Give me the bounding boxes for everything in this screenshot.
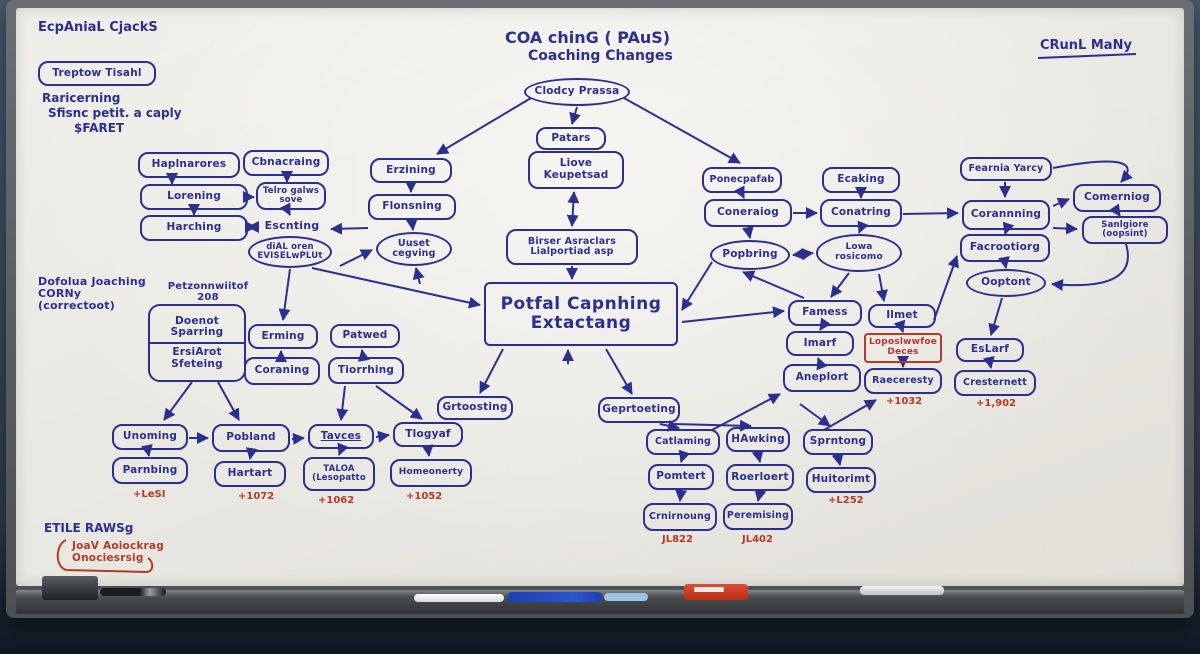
node-homeonerty: Homeonerty [390,459,472,487]
text-dofolua: Dofolua Joaching CORNy (correctoot) [38,274,146,313]
node-parnbing: Parnbing [112,457,188,484]
node-tiorrhing: Tiorrhing [328,357,404,384]
node-ponecpafab: Ponecpafab [702,167,782,193]
node-corannning: Corannning [962,200,1050,230]
eraser [42,576,98,600]
node-ooptont: Ooptont [966,269,1046,297]
node-peremising: Peremising [723,503,793,530]
node-erming: Erming [248,324,318,349]
doenot-divider [150,342,244,344]
gray-marker [860,586,944,595]
red-note-homeonerty: +1052 [406,491,443,502]
node-doenot-bottom: ErsiArot Sfeteing [171,346,223,370]
node-imarf: Imarf [786,331,854,356]
black-marker [100,588,166,596]
node-tavces: Tavces [308,424,374,449]
node-catlaming: Catlaming [646,429,720,455]
node-liove: Liove Keupetsad [528,151,624,189]
node-pomtert: Pomtert [648,464,714,490]
node-grtoosting: Grtoosting [437,396,513,420]
node-doenot-top: Doenot Sparring [170,314,224,339]
node-haplnarores: Haplnarores [138,152,240,178]
node-lopos-red: Loposlwwfoe Deces [864,333,942,363]
top-left-heading: EcpAniaL CjackS [38,20,158,35]
node-conatring: Conatring [820,199,902,227]
node-crnirnoung: Crnirnoung [643,503,717,531]
node-cbnacraing: Cbnacraing [243,150,329,176]
node-tetro: Telro galws sove [256,182,326,210]
red-note-cresternett: +1,902 [976,398,1017,409]
node-harching: Harching [140,215,248,241]
node-cresternett: Cresternett [954,370,1036,396]
node-tlogyaf: Tlogyaf [393,422,463,447]
text-petzonn: Petzonnwiitof 208 [167,281,249,303]
red-note-taloa: +1062 [318,495,355,506]
text-etile-heading: ETILE RAWSg [44,521,134,535]
node-comerniog: Comerniog [1073,184,1161,212]
node-patwed: Patwed [330,324,400,348]
node-lorening: Lorening [140,184,248,210]
node-huitorimt: Huitorimt [806,467,876,493]
node-doenot-group: Doenot Sparring ErsiArot Sfeteing [148,304,246,382]
node-ilmet: Ilmet [868,304,936,328]
node-raeceresty: Raeceresty [864,368,942,394]
node-clodcy: Clodcy Prassa [524,78,630,106]
node-facrootiorg: Facrootiorg [960,234,1050,262]
top-left-note-1: Raricerning [42,91,121,105]
node-birser: Birser Asraclars Lialportiad asp [506,229,638,265]
node-fearnia: Fearnia Yarcy [960,157,1052,181]
white-marker [414,594,504,602]
node-hartart: Hartart [214,461,286,487]
top-right-note: CRunL MaNy [1040,38,1132,53]
node-hawking: HAwking [726,427,790,452]
marker-tray [16,576,1184,614]
node-patras: Patars [536,127,606,150]
node-dial: diAL oren EVISELwPLUt [248,236,332,268]
top-left-note-2: Sfisnc petit. a caply [48,106,182,120]
node-famess: Famess [788,300,862,326]
node-roerloert: Roerloert [726,464,794,491]
top-left-note-3: $FARET [74,121,125,135]
node-coraning: Coraning [244,357,320,385]
text-etile-body: JoaV Aoiockrag Onociesrsig [72,540,164,564]
red-note-crnirnoung: JL822 [662,534,693,545]
node-geprtoeting: Geprtoeting [598,397,680,423]
board-title-line2: Coaching Changes [528,48,673,64]
node-taloa: TALOA (Lesopatto [303,457,375,491]
node-lowa: Lowa rosicomo [816,234,902,272]
node-uuset: Uuset cegving [376,232,452,266]
red-marker-label [694,587,724,592]
node-ecaking: Ecaking [822,167,900,193]
red-note-raeceresty: +1032 [886,396,923,407]
blue-marker-cap [604,593,648,601]
node-aneplort: Aneplort [783,364,861,392]
node-sprntong: Sprntong [803,429,873,455]
red-note-peremising: JL402 [742,534,773,545]
node-sanlgiore: Sanlgiore (oopsint) [1082,216,1168,244]
node-unoming: Unoming [112,424,188,450]
top-left-boxed-note: Treptow Tisahl [38,61,156,86]
red-note-huitorimt: +L252 [828,495,864,506]
node-pobland: Pobland [212,424,290,452]
node-popbring: Popbring [710,240,790,270]
blue-marker [508,592,602,602]
node-coneraiog: Coneraiog [704,199,792,227]
board-title-line1: COA chinG ( PAuS) [505,28,671,47]
node-escnting: Escnting [264,218,320,232]
node-potfal-central: Potfal Capnhing Extactang [484,282,678,346]
node-eslarf: EsLarf [956,338,1024,362]
node-erzining: Erzining [370,158,452,183]
red-note-hartart: +1072 [238,491,275,502]
node-flonsning: Flonsning [368,194,456,220]
red-note-parnbing: +LeSI [133,489,166,500]
